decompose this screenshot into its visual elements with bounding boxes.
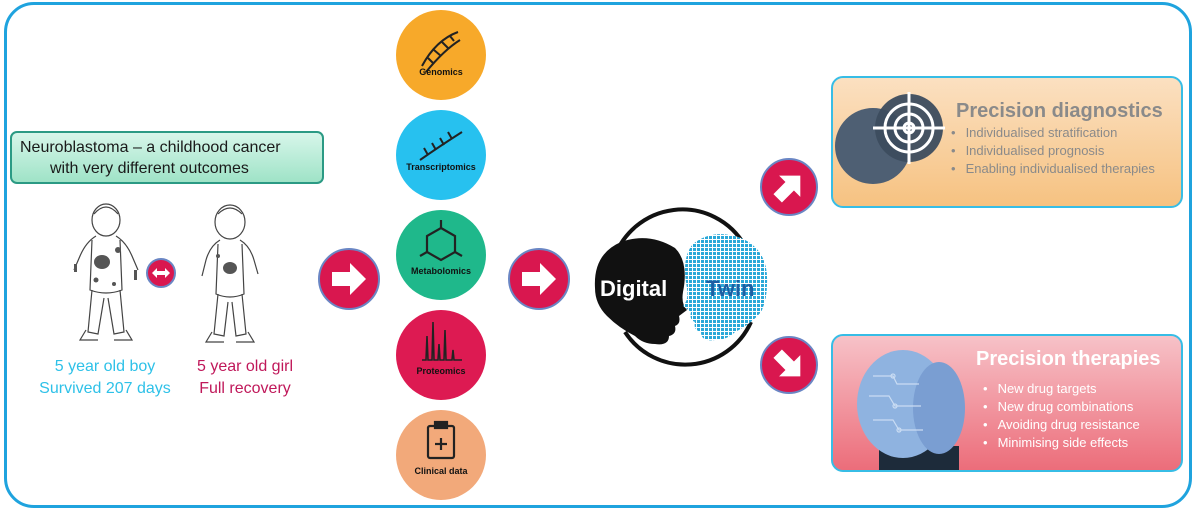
proteomics-label: Proteomics [416,366,466,376]
cycle-arc-top [611,207,747,263]
boy-caption-line-1: 5 year old boy [54,358,156,375]
therapies-item: New drug targets [983,380,1140,398]
clipboard-icon [426,420,456,460]
title-box: Neuroblastoma – a childhood cancer with … [10,131,324,184]
right-arrow-icon [332,263,366,295]
mass-spectrum-icon [422,321,462,361]
clinical-data-label: Clinical data [414,466,468,476]
diagnostics-item: Individualised prognosis [951,142,1155,160]
therapies-list: New drug targets New drug combinations A… [983,380,1140,452]
cycle-arc-bottom [623,321,753,367]
arrow-to-therapies [760,336,818,394]
therapies-item: New drug combinations [983,398,1140,416]
omics-proteomics: Proteomics [396,310,486,400]
title-line-2: with very different outcomes [50,160,249,177]
double-arrow-icon [152,268,170,278]
genomics-label: Genomics [419,67,463,77]
rna-strand-icon [419,131,463,161]
title-line-1: Neuroblastoma – a childhood cancer [20,139,281,156]
omics-metabolomics: Metabolomics [396,210,486,300]
human-head-silhouette [594,238,687,345]
therapies-item: Avoiding drug resistance [983,416,1140,434]
diagram-frame [4,2,1192,508]
digital-twin-graphic [594,207,768,367]
metabolomics-label: Metabolomics [410,266,471,276]
omics-transcriptomics: Transcriptomics [396,110,486,200]
digital-word: Digital [600,276,668,301]
precision-therapies-panel: Precision therapies New drug targets New… [831,334,1183,472]
therapies-item: Minimising side effects [983,434,1140,452]
omics-clinical-data: Clinical data [396,410,486,500]
girl-caption: 5 year old girl Full recovery [180,356,310,400]
diagnostics-list: Individualised stratification Individual… [951,124,1155,178]
boy-caption: 5 year old boy Survived 207 days [30,356,180,400]
wireframe-head-silhouette [683,234,768,341]
diagnostics-item: Enabling individualised therapies [951,160,1155,178]
transcriptomics-label: Transcriptomics [406,162,476,172]
down-right-arrow-icon [773,349,801,377]
target-crosshair-icon [835,92,945,184]
right-arrow-icon [522,263,556,295]
boy-caption-line-2: Survived 207 days [39,380,171,397]
compare-arrow [146,258,176,288]
up-right-arrow-icon [773,175,801,203]
dna-helix-icon [421,31,461,73]
girl-caption-line-1: 5 year old girl [196,358,294,375]
diagnostics-item: Individualised stratification [951,124,1155,142]
girl-caption-line-2: Full recovery [199,380,291,397]
precision-diagnostics-panel: Precision diagnostics Individualised str… [831,76,1183,208]
boy-sketch [73,203,139,341]
molecule-ring-icon [419,220,463,262]
chip-head-icon [857,350,965,470]
arrow-to-digital-twin [508,248,570,310]
arrow-to-diagnostics [760,158,818,216]
girl-sketch [201,204,259,343]
therapies-title: Precision therapies [976,348,1161,370]
arrow-to-omics [318,248,380,310]
diagnostics-title: Precision diagnostics [956,100,1163,122]
omics-genomics: Genomics [396,10,486,100]
twin-word: Twin [706,276,755,301]
